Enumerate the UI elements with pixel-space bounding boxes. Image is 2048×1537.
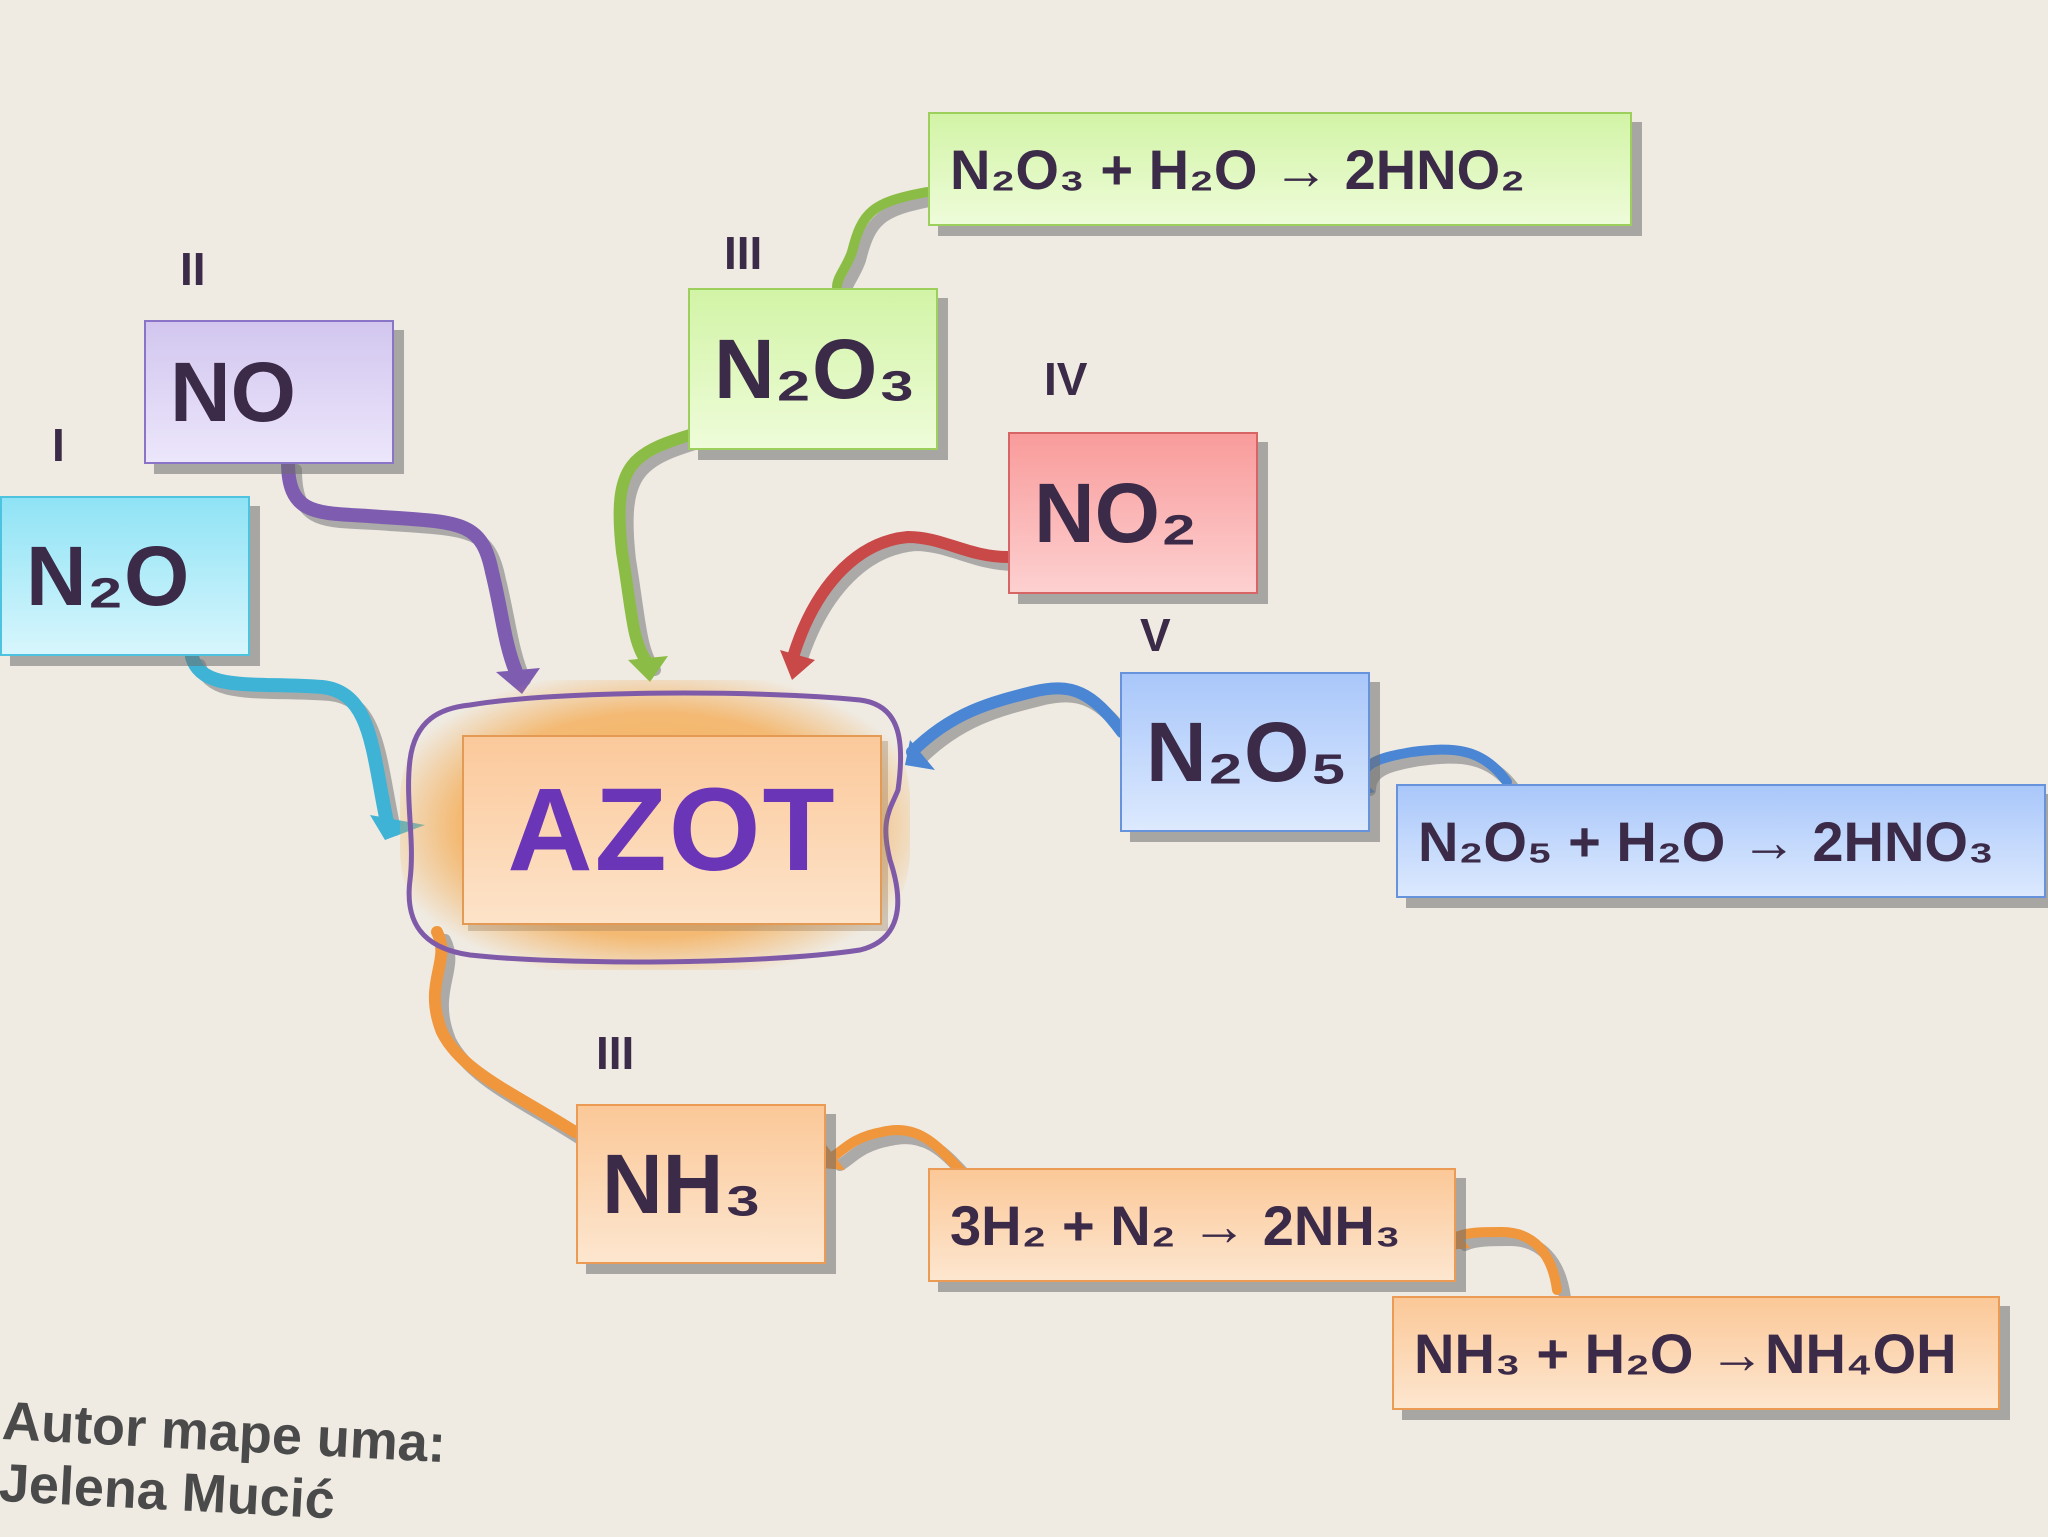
valence-label-ii: II [180,243,206,295]
node-no-label: NO [170,344,296,439]
node-nh3: NH₃ [576,1104,826,1264]
node-n2o-label: N₂O [26,528,190,623]
link-no2 [787,531,1014,663]
node-n2o3-label: N₂O₃ [714,321,917,416]
reaction-n2o3-water: N₂O₃ + H₂O → 2HNO₂ [928,112,1632,226]
link-nh4oh-eq [1452,1227,1562,1295]
arrowhead-n2o [370,815,425,840]
center-node-azot: AZOT [462,735,882,925]
node-n2o: N₂O [0,496,250,656]
link-no [281,455,523,679]
node-n2o5: N₂O₅ [1120,672,1370,832]
reaction-nh3-water-text: NH₃ + H₂O →NH₄OH [1414,1321,1957,1385]
link-nh3-eq [827,1125,967,1177]
link-n2o3 [613,426,706,668]
arrowhead-nh3-eq [822,1145,845,1170]
reaction-nh3-synthesis-text: 3H₂ + N₂ → 2NH₃ [950,1193,1401,1257]
valence-label-i: I [52,419,65,471]
node-no: NO [144,320,394,464]
arrowhead-no2 [780,650,815,680]
node-n2o5-label: N₂O₅ [1146,704,1348,799]
link-n2o3-eq-shadow [839,194,941,301]
valence-label-v: V [1140,609,1171,661]
node-nh3-label: NH₃ [602,1136,763,1231]
valence-label-iii: III [724,227,763,279]
valence-label-iii-nh3: III [596,1027,635,1079]
reaction-n2o5-water: N₂O₅ + H₂O → 2HNO₃ [1396,784,2046,898]
link-nh3 [428,926,581,1138]
reaction-n2o3-water-text: N₂O₃ + H₂O → 2HNO₂ [950,137,1526,201]
author-credit: Autor mape uma: Jelena Mucić [0,1390,447,1537]
node-no2: NO₂ [1008,432,1258,594]
arrowhead-n2o3 [628,656,668,682]
link-n2o5 [906,682,1128,758]
center-hand-drawn-outline [406,690,904,965]
arrowhead-n2o5 [905,740,935,770]
reaction-nh3-synthesis: 3H₂ + N₂ → 2NH₃ [928,1168,1456,1282]
valence-label-iv: IV [1044,353,1088,405]
node-n2o3: N₂O₃ [688,288,938,450]
reaction-n2o5-water-text: N₂O₅ + H₂O → 2HNO₃ [1418,809,1994,873]
node-no2-label: NO₂ [1034,465,1198,560]
link-n2o [185,650,394,829]
reaction-nh3-water: NH₃ + H₂O →NH₄OH [1392,1296,2000,1410]
center-node-label: AZOT [507,764,837,896]
link-n2o3-eq [832,187,932,292]
